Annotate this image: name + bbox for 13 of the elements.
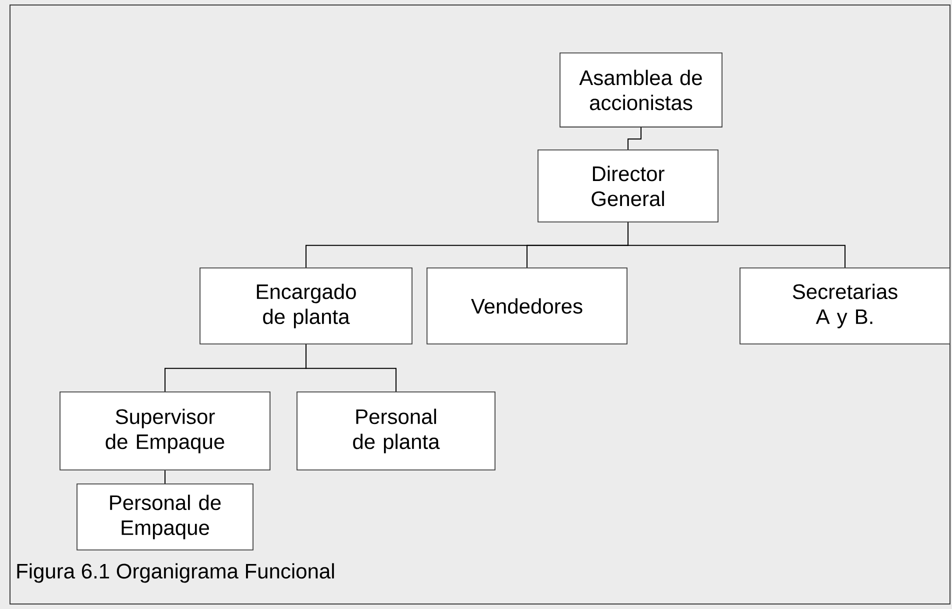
org-box: Supervisor de Empaque [60, 392, 270, 470]
org-box: Encargado de planta [200, 268, 412, 344]
caption: Figura 6.1 Organigrama Funcional [17, 563, 334, 583]
org-box: Vendedores [426, 268, 628, 344]
connector-line [164, 470, 166, 484]
org-box: Asamblea de accionistas [560, 52, 722, 128]
connector-line [628, 222, 846, 268]
connector-line [628, 126, 642, 150]
org-box: Personal de planta [296, 392, 496, 470]
connector-line [306, 344, 396, 392]
org-box: Secretarias A y B. [740, 268, 950, 344]
org-box: Personal de Empaque [76, 484, 254, 550]
org-box: Director General [538, 150, 718, 222]
